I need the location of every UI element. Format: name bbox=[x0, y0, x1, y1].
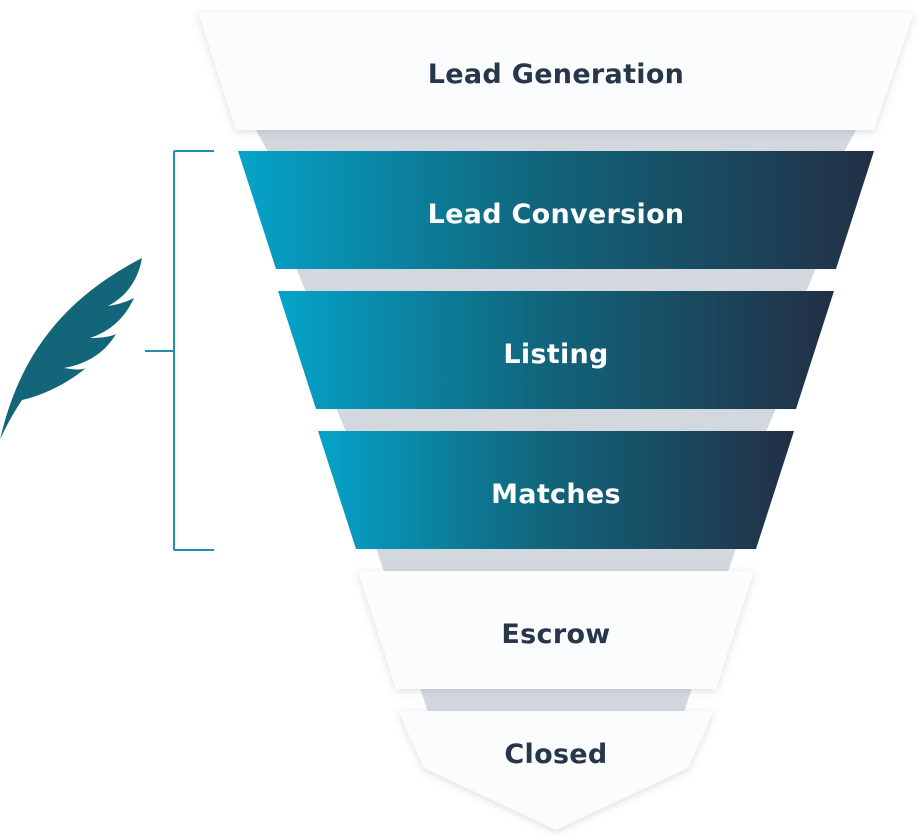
funnel-connectors bbox=[256, 130, 856, 712]
feather-icon bbox=[0, 258, 142, 440]
stage-label: Closed bbox=[504, 739, 607, 770]
stage-label: Lead Generation bbox=[428, 59, 684, 90]
stage-label: Matches bbox=[491, 479, 621, 510]
stage-label: Escrow bbox=[501, 619, 610, 650]
stage-shape bbox=[278, 291, 834, 409]
connector-1 bbox=[256, 130, 856, 152]
connector-2 bbox=[296, 268, 816, 292]
funnel-stage-listing: Listing bbox=[278, 291, 834, 409]
stage-shape bbox=[198, 12, 914, 130]
stage-shape bbox=[318, 431, 794, 549]
funnel-stage-closed: Closed bbox=[398, 711, 714, 830]
funnel-stages: Lead Generation Lead Conversion Listing … bbox=[198, 12, 914, 830]
funnel-stage-matches: Matches bbox=[318, 431, 794, 549]
funnel-stage-lead-conversion: Lead Conversion bbox=[238, 151, 874, 269]
stage-shape bbox=[238, 151, 874, 269]
funnel-stage-lead-generation: Lead Generation bbox=[198, 12, 914, 130]
connector-5 bbox=[420, 688, 692, 712]
connector-3 bbox=[336, 408, 776, 432]
connector-4 bbox=[376, 548, 736, 572]
stage-label: Listing bbox=[503, 339, 608, 370]
stage-group-bracket bbox=[145, 150, 214, 551]
stage-shape bbox=[358, 571, 754, 689]
funnel-stage-escrow: Escrow bbox=[358, 571, 754, 689]
stage-shape bbox=[398, 711, 714, 830]
stage-label: Lead Conversion bbox=[428, 199, 685, 230]
